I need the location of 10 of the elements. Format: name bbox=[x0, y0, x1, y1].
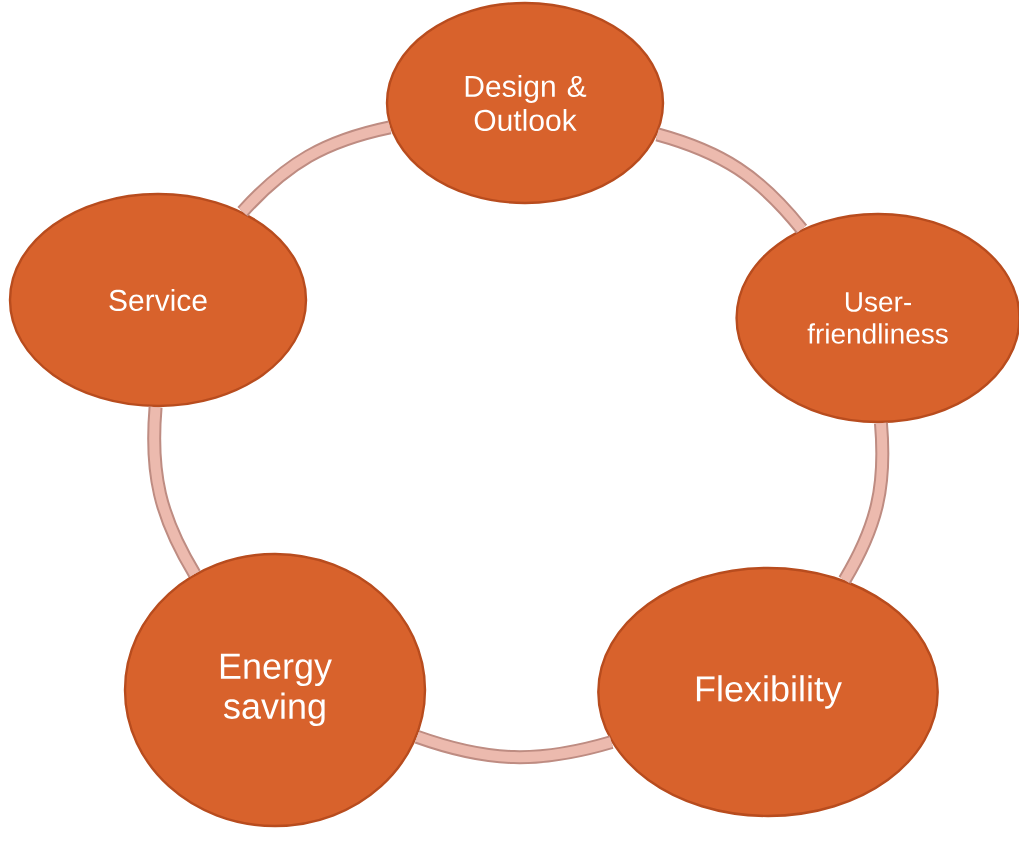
circle-node: Service bbox=[8, 192, 308, 408]
circle-node: Energy saving bbox=[123, 552, 427, 828]
ring-connector bbox=[838, 422, 890, 584]
circle-node: Design & Outlook bbox=[385, 1, 665, 205]
ring-connector bbox=[655, 127, 808, 234]
ring-connector bbox=[237, 120, 392, 217]
circle-node: User-friendliness bbox=[735, 212, 1019, 424]
ring-connector bbox=[414, 730, 614, 765]
ring-connector bbox=[147, 406, 201, 578]
circle-node: Flexibility bbox=[597, 566, 939, 818]
